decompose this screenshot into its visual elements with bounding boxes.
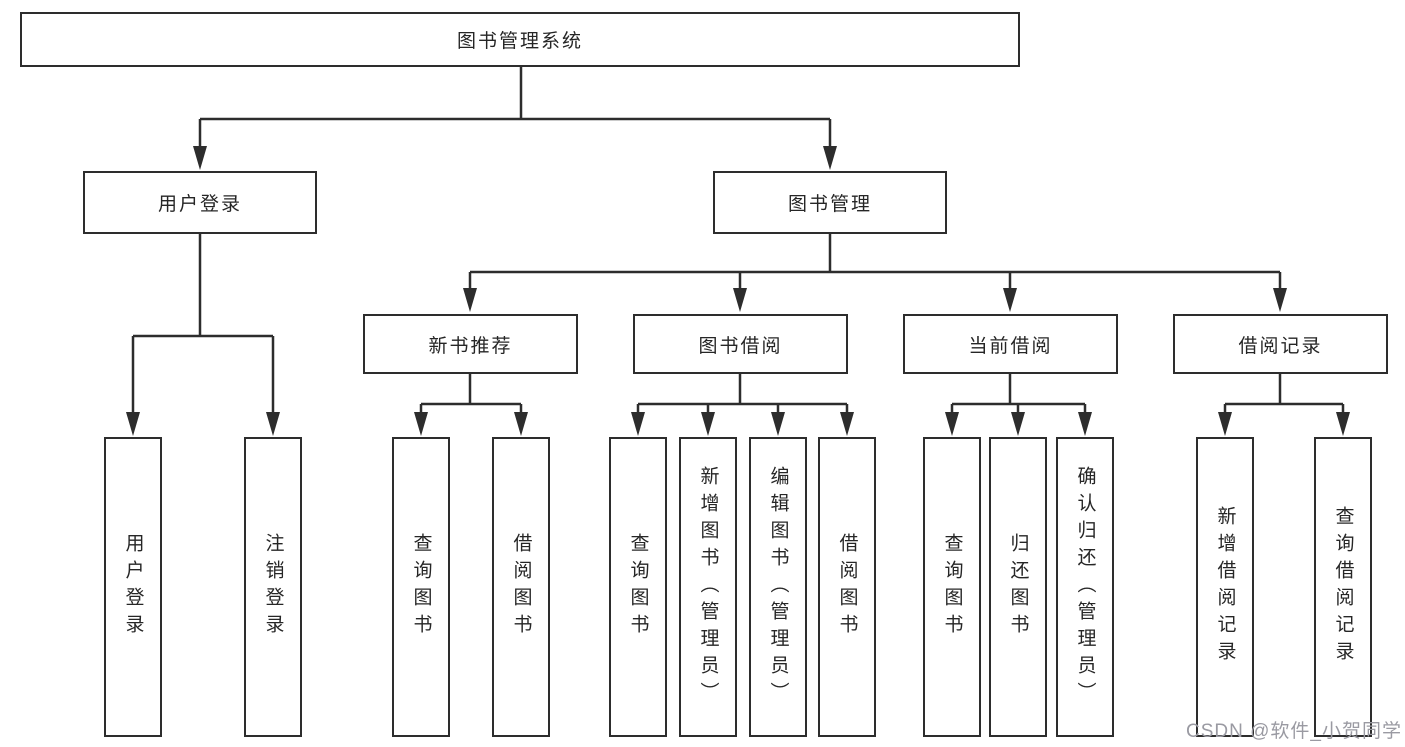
arrow-icon: [126, 412, 140, 436]
connector-newbook-to-leaves: [419, 374, 523, 416]
connector-root-to-level1: [198, 67, 832, 150]
connector-currentborrow-to-leaves: [950, 374, 1087, 416]
node-label: 确认归还（管理员）: [1074, 465, 1096, 709]
leaf-add-books-admin: 新增图书（管理员）: [679, 437, 737, 737]
node-label: 图书管理系统: [456, 31, 583, 52]
node-label: 新书推荐: [428, 335, 513, 357]
node-book-management: 图书管理: [713, 171, 947, 234]
node-borrowing-records: 借阅记录: [1173, 314, 1388, 374]
node-label: 新增借阅记录: [1214, 506, 1236, 668]
arrow-icon: [1218, 412, 1232, 436]
arrow-icon: [1078, 412, 1092, 436]
node-label: 用户登录: [157, 194, 242, 215]
leaf-user-login: 用户登录: [104, 437, 162, 737]
node-label: 注销登录: [262, 533, 284, 641]
arrow-icon: [1273, 288, 1287, 312]
connector-userlogin-to-leaves: [131, 234, 275, 416]
node-label: 图书借阅: [698, 335, 783, 357]
leaf-confirm-return-admin: 确认归还（管理员）: [1056, 437, 1114, 737]
leaf-edit-books-admin: 编辑图书（管理员）: [749, 437, 807, 737]
node-label: 归还图书: [1007, 533, 1029, 641]
node-label: 借阅图书: [510, 533, 532, 641]
arrow-icon: [945, 412, 959, 436]
node-label: 借阅记录: [1238, 335, 1323, 357]
leaf-query-borrow-record: 查询借阅记录: [1314, 437, 1372, 737]
arrow-icon: [1011, 412, 1025, 436]
node-label: 图书管理: [787, 194, 872, 215]
node-label: 查询图书: [941, 533, 963, 641]
arrow-icon: [1003, 288, 1017, 312]
node-label: 查询图书: [627, 533, 649, 641]
arrow-icon: [733, 288, 747, 312]
node-label: 编辑图书（管理员）: [767, 465, 789, 709]
arrow-icon: [414, 412, 428, 436]
arrow-icon: [514, 412, 528, 436]
node-label: 用户登录: [122, 533, 144, 641]
arrow-icon: [266, 412, 280, 436]
node-label: 查询借阅记录: [1332, 506, 1354, 668]
leaf-add-borrow-record: 新增借阅记录: [1196, 437, 1254, 737]
arrow-icon: [701, 412, 715, 436]
leaf-borrowing-borrow-books: 借阅图书: [818, 437, 876, 737]
node-label: 查询图书: [410, 533, 432, 641]
arrow-icon: [193, 146, 207, 170]
arrow-icon: [631, 412, 645, 436]
leaf-borrowing-query-books: 查询图书: [609, 437, 667, 737]
arrow-icon: [771, 412, 785, 436]
arrowheads: [126, 146, 1350, 436]
arrow-icon: [463, 288, 477, 312]
arrow-icon: [1336, 412, 1350, 436]
node-current-borrowing: 当前借阅: [903, 314, 1118, 374]
node-label: 新增图书（管理员）: [697, 465, 719, 709]
node-user-login: 用户登录: [83, 171, 317, 234]
connector-bookmgmt-to-level2: [468, 234, 1282, 294]
leaf-return-books: 归还图书: [989, 437, 1047, 737]
node-label: 当前借阅: [968, 335, 1053, 357]
leaf-logout: 注销登录: [244, 437, 302, 737]
arrow-icon: [823, 146, 837, 170]
arrow-icon: [840, 412, 854, 436]
node-label: 借阅图书: [836, 533, 858, 641]
leaf-current-query-books: 查询图书: [923, 437, 981, 737]
node-root-library-system: 图书管理系统: [20, 12, 1020, 67]
leaf-newbook-query-books: 查询图书: [392, 437, 450, 737]
node-book-borrowing: 图书借阅: [633, 314, 848, 374]
connector-borrowrecord-to-leaves: [1223, 374, 1345, 416]
node-new-book-recommend: 新书推荐: [363, 314, 578, 374]
leaf-newbook-borrow-books: 借阅图书: [492, 437, 550, 737]
connector-bookborrow-to-leaves: [636, 374, 849, 416]
